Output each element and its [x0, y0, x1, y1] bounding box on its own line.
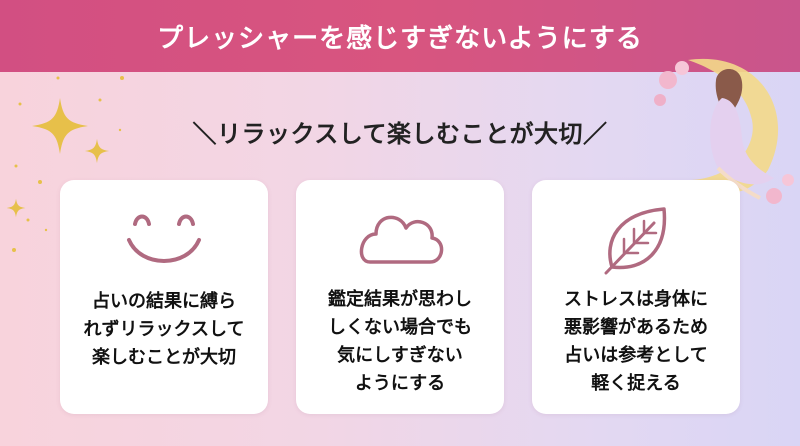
leaf-icon: [532, 200, 740, 278]
page-title: プレッシャーを感じすぎないようにする: [157, 23, 643, 54]
subtitle: ＼リラックスして楽しむことが大切／: [192, 120, 608, 148]
header-banner: プレッシャーを感じすぎないようにする: [0, 0, 800, 72]
sparkle-dots: [12, 76, 124, 252]
sparkle-icon: [84, 138, 110, 164]
cloud-icon: [296, 200, 504, 278]
smile-face-icon: [60, 200, 268, 278]
tip-card-stress: ストレスは身体に 悪影響があるため 占いは参考として 軽く捉える: [532, 180, 740, 414]
tip-text: 鑑定結果が思わし しくない場合でも 気にしすぎない ようにする: [328, 289, 472, 394]
tip-text: 占いの結果に縛ら れずリラックスして 楽しむことが大切: [83, 291, 245, 368]
tip-text: ストレスは身体に 悪影響があるため 占いは参考として 軽く捉える: [564, 289, 708, 394]
tip-card-worry: 鑑定結果が思わし しくない場合でも 気にしすぎない ようにする: [296, 180, 504, 414]
woman-on-moon-illustration: [654, 58, 794, 204]
sparkle-icon: [32, 98, 88, 154]
sparkle-icon: [6, 198, 26, 218]
tip-card-relax: 占いの結果に縛ら れずリラックスして 楽しむことが大切: [60, 180, 268, 414]
